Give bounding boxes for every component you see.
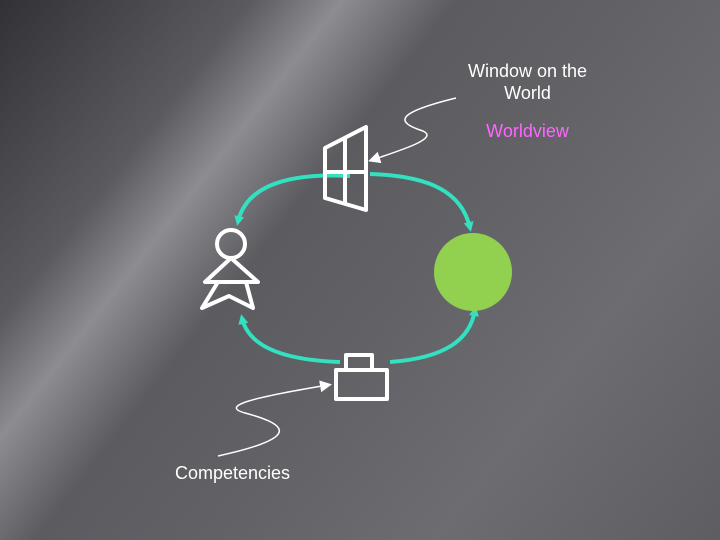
briefcase-icon	[334, 353, 389, 401]
cycle-arrow-bottom-right	[389, 306, 479, 364]
cycle-arrow-top-left	[234, 173, 351, 226]
window-on-the-world-label: Window on the World	[467, 61, 588, 103]
callout-pointer-competencies	[217, 380, 332, 457]
competencies-label: Competencies	[174, 463, 291, 483]
globe-icon	[434, 233, 512, 311]
cycle-arrow-top-right	[369, 172, 474, 232]
cycle-arrow-bottom-left	[238, 314, 341, 364]
callout-pointer-window	[368, 97, 457, 164]
worldview-label: Worldview	[486, 121, 569, 141]
window-icon	[323, 125, 368, 212]
person-icon	[200, 228, 260, 310]
